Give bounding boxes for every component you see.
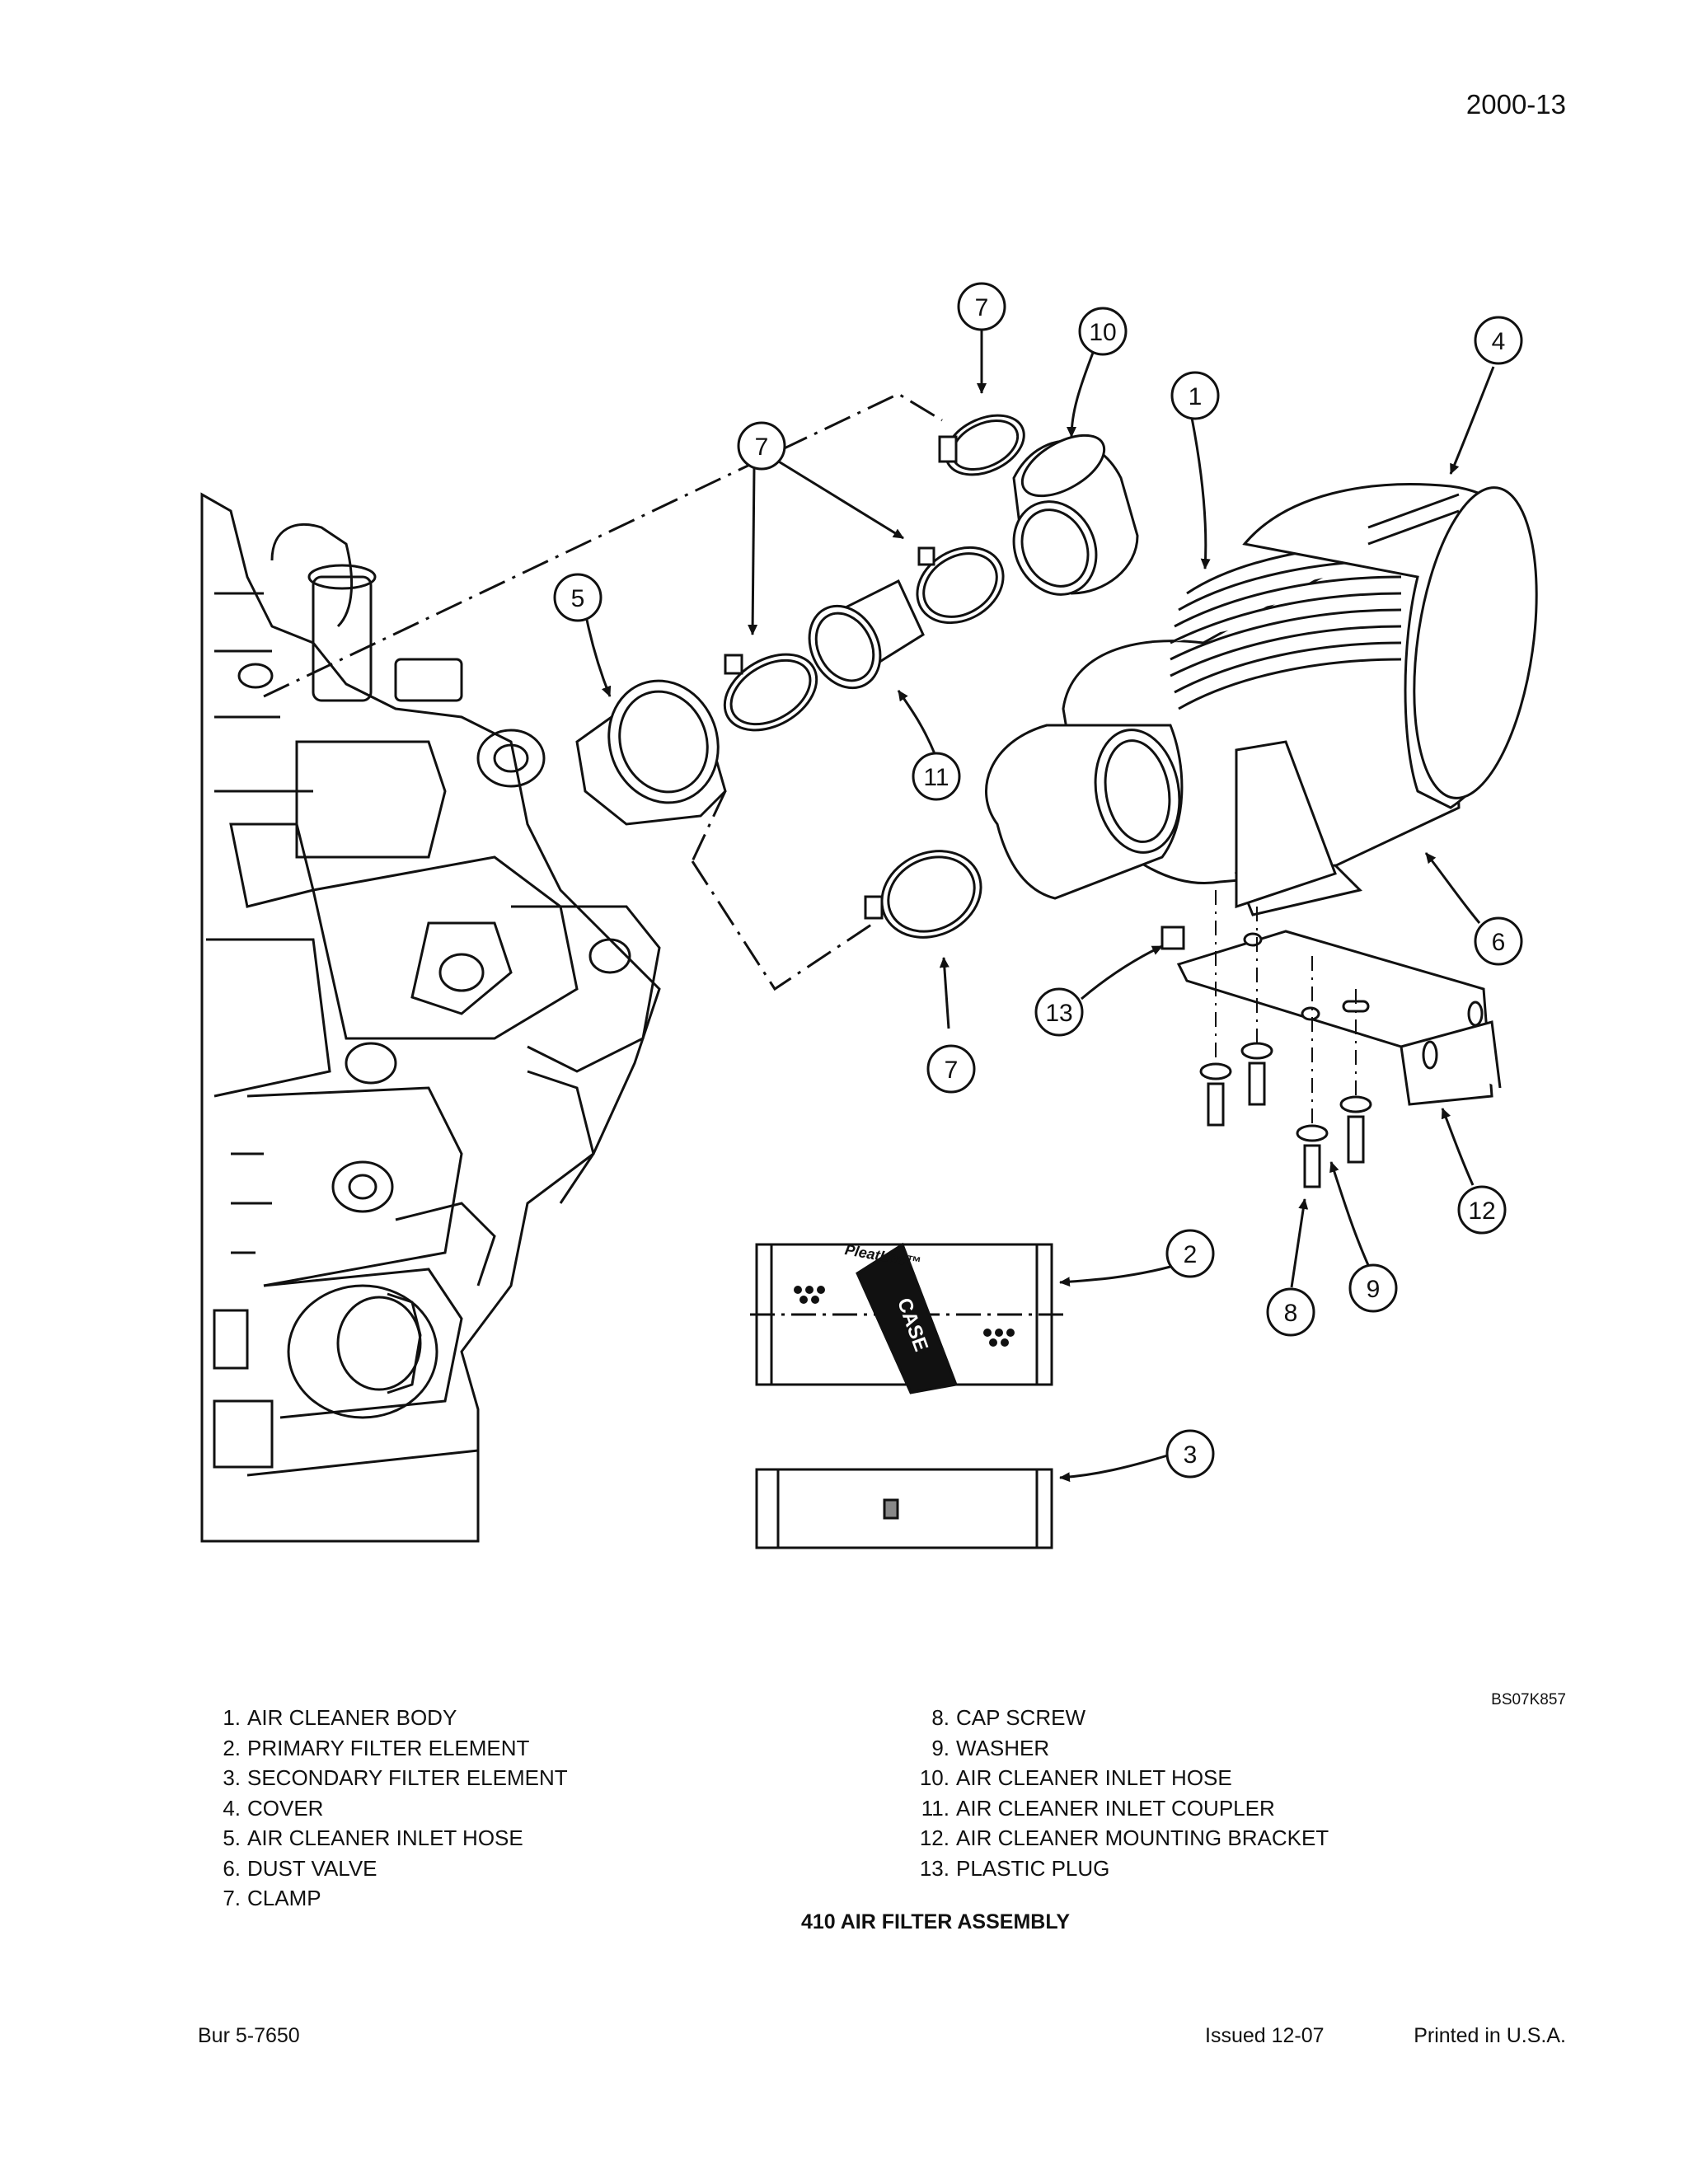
callout-3: 3 [1184, 1441, 1198, 1469]
callout-7: 7 [975, 294, 989, 321]
elbow-hose-10 [1012, 434, 1139, 596]
legend-item: 2.PRIMARY FILTER ELEMENT [223, 1735, 530, 1760]
callout-4: 4 [1492, 328, 1506, 355]
legend-item: 11.AIR CLEANER INLET COUPLER [921, 1795, 1275, 1821]
air-cleaner-body-1 [985, 483, 1538, 916]
legend-label: CAP SCREW [956, 1705, 1085, 1730]
figure-id: BS07K857 [1491, 1691, 1566, 1708]
secondary-filter-element-3 [755, 1468, 1053, 1549]
page-number: 2000-13 [1465, 89, 1566, 120]
legend-item: 8.CAP SCREW [931, 1705, 1085, 1730]
legend-item: 6.DUST VALVE [223, 1855, 377, 1881]
legend-item: 1.AIR CLEANER BODY [223, 1705, 457, 1730]
figure-caption: 410 AIR FILTER ASSEMBLY [801, 1910, 1070, 1933]
legend-item: 3.SECONDARY FILTER ELEMENT [223, 1765, 568, 1790]
clamp-rings [723, 414, 1025, 939]
callout-1: 1 [1189, 383, 1203, 410]
callout-2: 2 [1184, 1241, 1198, 1268]
footer-issued-date: Issued 12-07 [1205, 2024, 1325, 2047]
legend-label: PRIMARY FILTER ELEMENT [247, 1735, 530, 1760]
legend-item: 7.CLAMP [223, 1886, 321, 1910]
legend-label: AIR CLEANER INLET HOSE [956, 1765, 1232, 1790]
legend-item: 4.COVER [223, 1795, 324, 1821]
legend-label: COVER [247, 1795, 324, 1821]
plastic-plug-13 [1160, 926, 1185, 950]
callout-10: 10 [1089, 319, 1116, 346]
callout-6: 6 [1492, 929, 1506, 956]
legend-item: 12.AIR CLEANER MOUNTING BRACKET [919, 1825, 1329, 1850]
legend-label: DUST VALVE [247, 1855, 377, 1881]
inlet-coupler-11 [808, 579, 925, 690]
assembly-line [263, 392, 943, 991]
legend-item: 13.PLASTIC PLUG [919, 1855, 1110, 1881]
leader-lines [585, 330, 1495, 1483]
legend-left: 1.AIR CLEANER BODY 2.PRIMARY FILTER ELEM… [208, 1703, 568, 1914]
callout-9: 9 [1367, 1276, 1381, 1303]
inlet-hose-5 [575, 679, 727, 826]
callouts [553, 282, 1523, 1479]
legend-label: SECONDARY FILTER ELEMENT [247, 1765, 568, 1790]
legend-label: CLAMP [247, 1886, 321, 1910]
dash-guides [1215, 890, 1357, 1125]
legend-label: AIR CLEANER BODY [247, 1705, 457, 1730]
callout-12: 12 [1468, 1197, 1495, 1225]
callout-8: 8 [1284, 1300, 1298, 1327]
legend-label: AIR CLEANER MOUNTING BRACKET [956, 1825, 1329, 1850]
callout-7: 7 [945, 1057, 959, 1084]
callout-5: 5 [571, 585, 585, 612]
legend-item: 10.AIR CLEANER INLET HOSE [919, 1765, 1232, 1790]
callout-numbers: 7 10 1 4 7 5 11 6 13 7 12 2 3 8 9 [571, 294, 1506, 1469]
legend-label: AIR CLEANER INLET COUPLER [956, 1795, 1275, 1821]
legend-label: WASHER [956, 1735, 1050, 1760]
cap-screws-8 [1199, 1042, 1372, 1188]
legend-item: 9.WASHER [931, 1735, 1050, 1760]
mounting-bracket-12 [1176, 930, 1502, 1106]
footer-manual-number: Bur 5-7650 [198, 2024, 300, 2047]
legend-label: AIR CLEANER INLET HOSE [247, 1825, 523, 1850]
engine-illustration [200, 492, 661, 1543]
legend-right: 8.CAP SCREW 9.WASHER 10.AIR CLEANER INLE… [917, 1703, 1329, 1883]
callout-7: 7 [755, 434, 769, 461]
legend-item: 5.AIR CLEANER INLET HOSE [223, 1825, 523, 1850]
footer-printed-in: Printed in U.S.A. [1414, 2024, 1566, 2047]
callout-11: 11 [923, 764, 949, 791]
callout-13: 13 [1045, 1000, 1072, 1027]
primary-filter-element-2 [750, 1242, 1063, 1394]
legend-label: PLASTIC PLUG [956, 1855, 1110, 1881]
